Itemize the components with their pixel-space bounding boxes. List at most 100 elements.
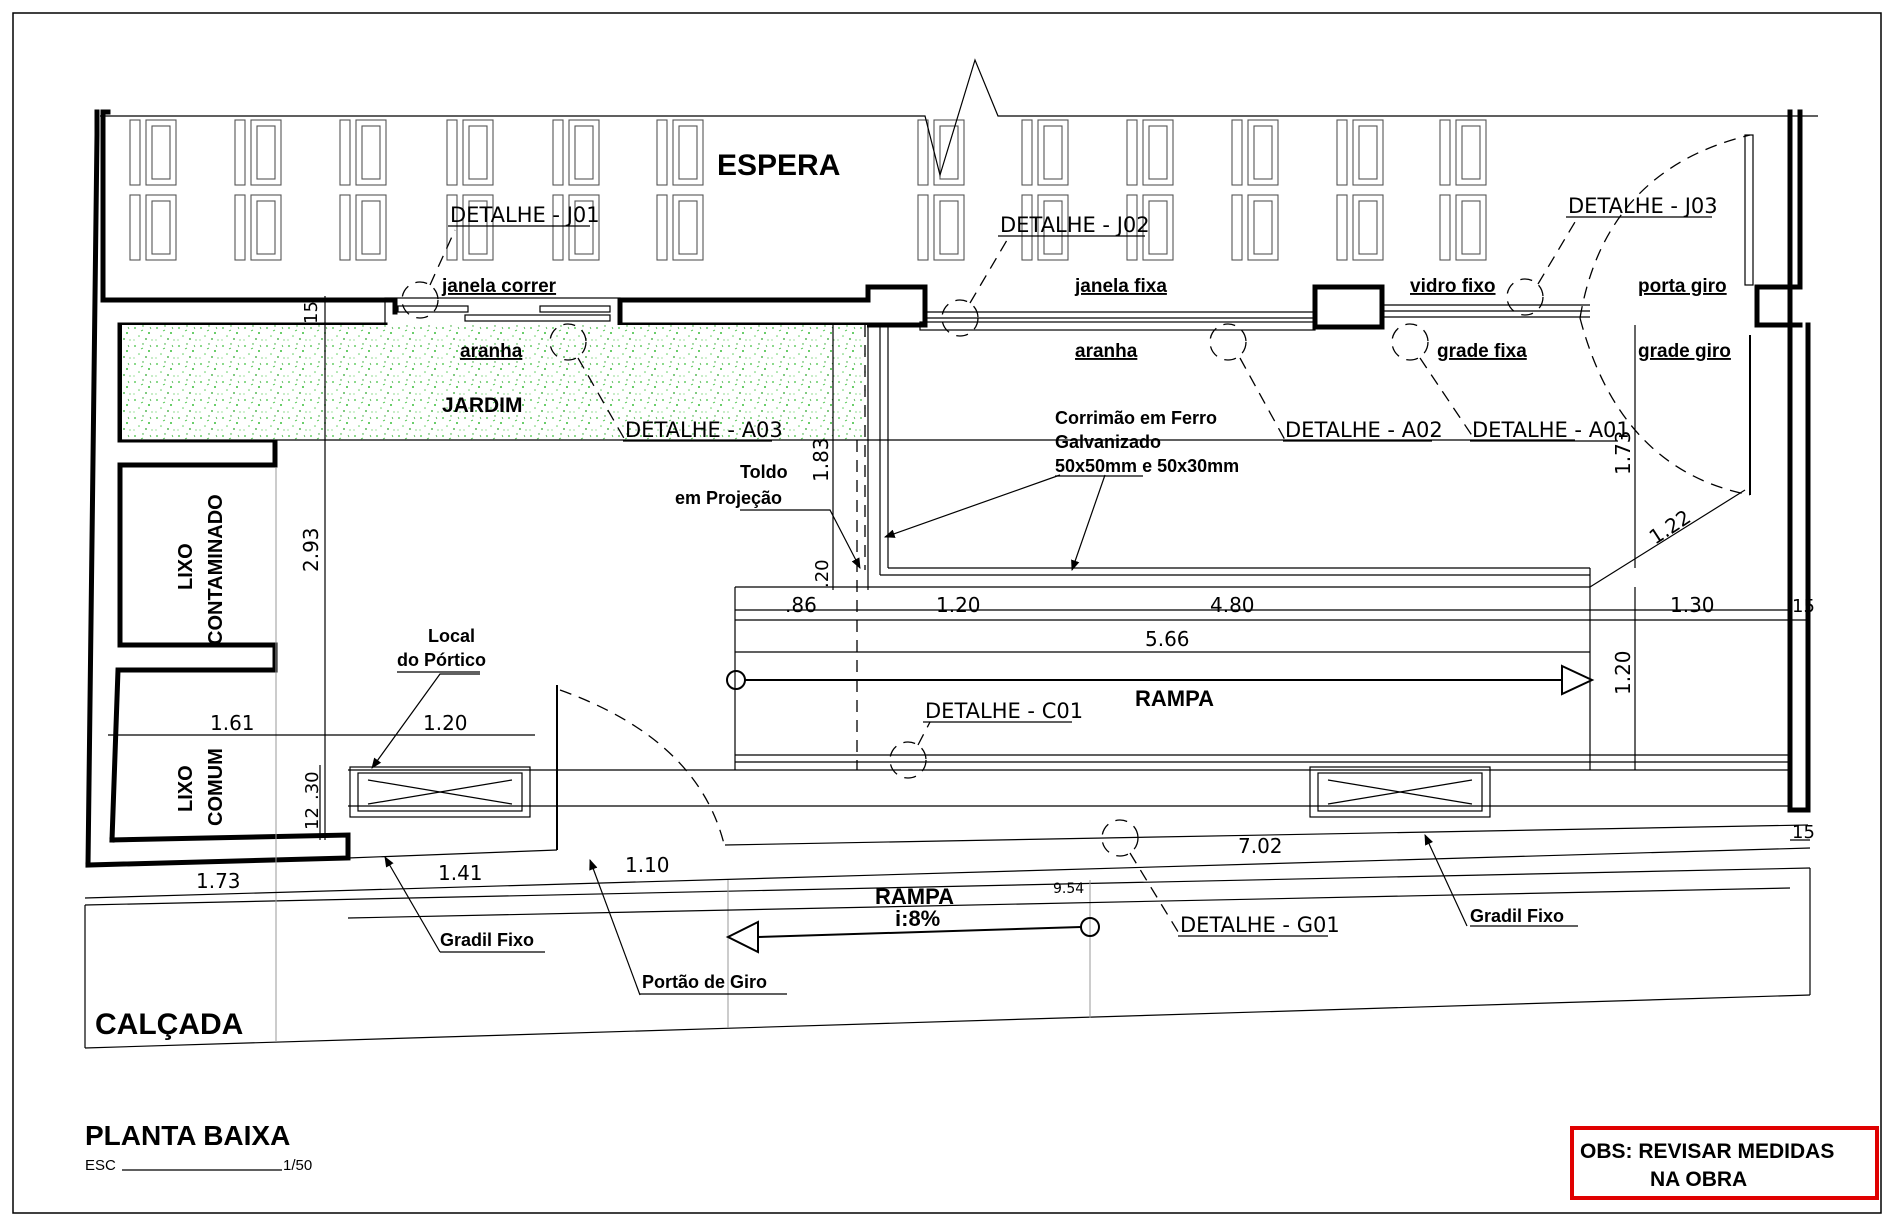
portico-boxes [349, 766, 1491, 818]
label-grade-giro: grade giro [1638, 341, 1731, 362]
obs-line-1: OBS: REVISAR MEDIDAS [1580, 1140, 1834, 1163]
dim-20: .20 [812, 559, 833, 588]
walls [85, 109, 1811, 868]
dim-954: 9.54 [1053, 881, 1084, 897]
chair-10-0 [1336, 119, 1384, 186]
detail-j01: DETALHE - J01 [450, 203, 600, 227]
dim-293: 2.93 [299, 527, 323, 572]
dim-15-right: 15 [1792, 596, 1815, 617]
dim-141: 1.41 [438, 861, 483, 885]
detail-a02: DETALHE - A02 [1285, 418, 1443, 442]
dim-15-low: 15 [1792, 822, 1815, 843]
chair-11-1 [1439, 194, 1487, 261]
detail-a01: DETALHE - A01 [1472, 418, 1630, 442]
note-underlines [397, 475, 1578, 995]
dim-86: .86 [785, 593, 817, 617]
note-rampa-slope: i:8% [895, 906, 940, 931]
label-vidro-fixo: vidro fixo [1410, 276, 1496, 297]
dim-566: 5.66 [1145, 627, 1190, 651]
chair-5-0 [656, 119, 704, 186]
detail-underlines [448, 216, 1712, 937]
note-toldo-1: Toldo [740, 462, 788, 482]
dim-122: 1.22 [1645, 505, 1695, 549]
detail-a03: DETALHE - A03 [625, 418, 783, 442]
room-label-jardim: JARDIM [442, 394, 523, 417]
chair-10-1 [1336, 194, 1384, 261]
chair-8-0 [1126, 119, 1174, 186]
note-corrimao-2: Galvanizado [1055, 432, 1161, 452]
title-main: PLANTA BAIXA [85, 1120, 290, 1151]
door-swings [556, 134, 1751, 850]
detail-j02: DETALHE - J02 [1000, 213, 1150, 237]
note-portico-1: Local [428, 626, 475, 646]
label-aranha-2: aranha [1075, 341, 1138, 362]
note-gradil-1: Gradil Fixo [440, 930, 534, 950]
dim-480: 4.80 [1210, 593, 1255, 617]
window-frames [384, 134, 1754, 331]
note-gradil-2: Gradil Fixo [1470, 906, 1564, 926]
detail-callouts [401, 221, 1576, 936]
chair-4-1 [552, 194, 600, 261]
dim-173-right: 1.73 [1611, 430, 1635, 475]
chair-7-0 [1021, 119, 1069, 186]
chair-4-0 [552, 119, 600, 186]
chair-3-1 [446, 194, 494, 261]
note-toldo-2: em Projeção [675, 488, 782, 508]
dim-702: 7.02 [1238, 834, 1283, 858]
title-esc-label: ESC [85, 1157, 116, 1174]
dim-15-top: 15 [301, 301, 322, 324]
dimension-lines [84, 296, 1811, 899]
ramp-structure [348, 325, 1790, 807]
chair-2-0 [339, 119, 387, 186]
dim-173-bottom: 1.73 [196, 869, 241, 893]
dim-120-v: 1.20 [1611, 650, 1635, 695]
note-rampa-inner: RAMPA [1135, 686, 1214, 711]
note-portico-2: do Pórtico [397, 650, 486, 670]
room-label-calcada: CALÇADA [95, 1008, 243, 1041]
chair-0-0 [129, 119, 177, 186]
note-portao: Portão de Giro [642, 972, 767, 992]
label-porta-giro: porta giro [1638, 276, 1727, 297]
dim-120-a: 1.20 [936, 593, 981, 617]
ramp-arrows [725, 664, 1595, 954]
chair-5-1 [656, 194, 704, 261]
room-label-lixo-contaminado-2: CONTAMINADO [205, 494, 227, 645]
chair-3-0 [446, 119, 494, 186]
detail-c01: DETALHE - C01 [925, 699, 1083, 723]
sidewalk [84, 468, 1811, 1049]
chair-11-0 [1439, 119, 1487, 186]
dim-161: 1.61 [210, 711, 255, 735]
obs-line-2: NA OBRA [1650, 1168, 1747, 1191]
dim-130: 1.30 [1670, 593, 1715, 617]
chair-9-1 [1231, 194, 1279, 261]
break-line [100, 58, 1818, 178]
chair-0-1 [129, 194, 177, 261]
dim-120-b: 1.20 [423, 711, 468, 735]
waiting-chairs [129, 119, 1487, 261]
label-janela-fixa: janela fixa [1074, 276, 1167, 297]
chair-1-1 [234, 194, 282, 261]
note-corrimao-1: Corrimão em Ferro [1055, 408, 1217, 428]
chair-1-0 [234, 119, 282, 186]
room-label-lixo-comum-1: LIXO [175, 765, 197, 812]
detail-j03: DETALHE - J03 [1568, 194, 1718, 218]
label-janela-correr: janela correr [441, 276, 557, 297]
room-label-espera: ESPERA [717, 149, 840, 182]
note-rampa-outer: RAMPA [875, 884, 954, 909]
label-aranha-1: aranha [460, 341, 523, 362]
room-label-lixo-comum-2: COMUM [205, 748, 227, 826]
title-esc-value: 1/50 [283, 1157, 312, 1174]
detail-g01: DETALHE - G01 [1180, 913, 1340, 937]
room-label-lixo-contaminado-1: LIXO [175, 543, 197, 590]
leader-arrows [371, 474, 1468, 996]
note-corrimao-3: 50x50mm e 50x30mm [1055, 456, 1239, 476]
chair-9-0 [1231, 119, 1279, 186]
obs-box [1570, 1126, 1879, 1200]
chair-2-1 [339, 194, 387, 261]
dim-30: .30 [302, 771, 323, 800]
dim-183: 1.83 [809, 437, 833, 482]
chair-8-1 [1126, 194, 1174, 261]
chair-7-1 [1021, 194, 1069, 261]
dim-110: 1.10 [625, 853, 670, 877]
